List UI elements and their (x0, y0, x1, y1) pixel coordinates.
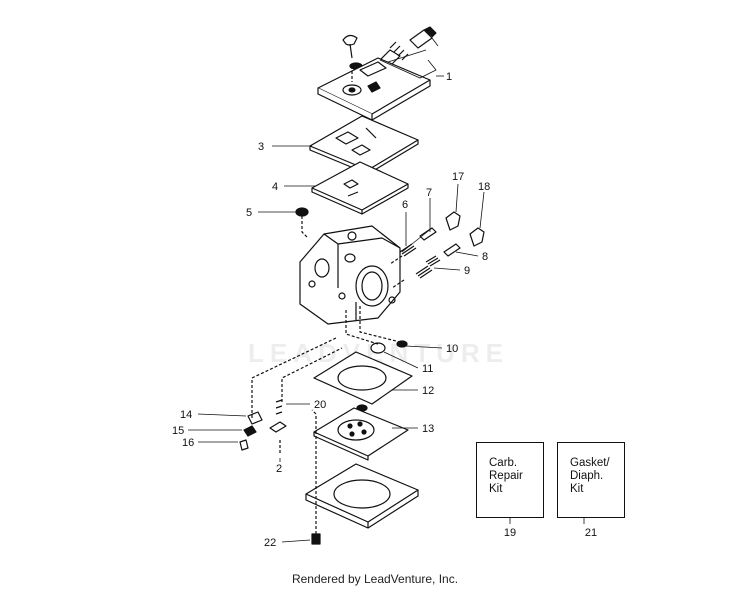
kit-21-line-2: Diaph. (570, 470, 604, 482)
part-10-11-plugs (345, 306, 408, 354)
kit-19-line-2: Repair (489, 470, 523, 482)
callout-16: 16 (182, 437, 194, 449)
callout-22: 22 (264, 537, 276, 549)
part-1-adjusting-screw (342, 26, 439, 70)
callout-11: 11 (422, 363, 433, 375)
credit-line: Rendered by LeadVenture, Inc. (291, 572, 459, 586)
callout-18: 18 (478, 181, 490, 193)
part-4-plate (311, 161, 409, 215)
bottom-cover (305, 463, 419, 529)
callout-3: 3 (258, 141, 264, 153)
carburetor-body (299, 225, 401, 325)
part-22-screw (311, 409, 321, 545)
part-5-plug (295, 207, 309, 239)
callout-8: 8 (482, 251, 488, 263)
leader-lines (188, 59, 585, 543)
callout-21: 21 (584, 527, 598, 539)
callout-14: 14 (180, 409, 192, 421)
part-6-7-needles (389, 227, 437, 265)
callout-12: 12 (422, 385, 434, 397)
callout-13: 13 (422, 423, 434, 435)
callout-6: 6 (402, 199, 408, 211)
callout-4: 4 (272, 181, 278, 193)
gasket-diaph-kit-box: Gasket/ Diaph. Kit (557, 442, 625, 518)
callout-17: 17 (452, 171, 464, 183)
carb-repair-kit-box: Carb. Repair Kit (476, 442, 544, 518)
kit-19-line-1: Carb. (489, 457, 518, 469)
part-17-18-caps (445, 211, 485, 247)
callout-1: 1 (446, 71, 452, 83)
kit-19-line-3: Kit (489, 483, 503, 495)
callout-2: 2 (276, 463, 282, 475)
part-3-gasket (309, 115, 419, 175)
part-12-gasket (313, 351, 413, 412)
parts-14-16-small-parts (239, 337, 343, 454)
callout-9: 9 (464, 265, 470, 277)
callout-15: 15 (172, 425, 184, 437)
callout-5: 5 (246, 207, 252, 219)
callout-10: 10 (446, 343, 458, 355)
part-13-diaphragm (313, 407, 409, 461)
callout-20: 20 (314, 399, 326, 411)
kit-21-line-3: Kit (570, 483, 584, 495)
part-8-9-needles (391, 243, 461, 289)
callout-7: 7 (426, 187, 432, 199)
kit-21-line-1: Gasket/ (570, 457, 610, 469)
callout-19: 19 (503, 527, 517, 539)
metering-cover (317, 57, 431, 121)
